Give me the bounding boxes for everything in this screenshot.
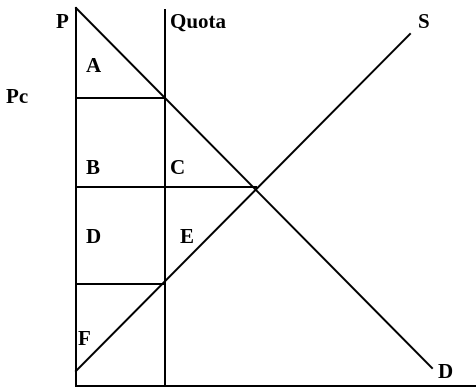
region-f-label: F — [78, 326, 91, 350]
quota-label: Quota — [170, 9, 227, 33]
price-ceiling-label: Pc — [6, 84, 28, 108]
region-d-label: D — [86, 224, 101, 248]
region-e-label: E — [180, 224, 194, 248]
region-c-label: C — [170, 155, 185, 179]
region-a-label: A — [86, 53, 102, 77]
demand-label: D — [438, 359, 453, 383]
supply-label: S — [418, 9, 430, 33]
region-b-label: B — [86, 155, 100, 179]
supply-curve — [74, 32, 412, 373]
price-axis-label: P — [56, 9, 69, 33]
